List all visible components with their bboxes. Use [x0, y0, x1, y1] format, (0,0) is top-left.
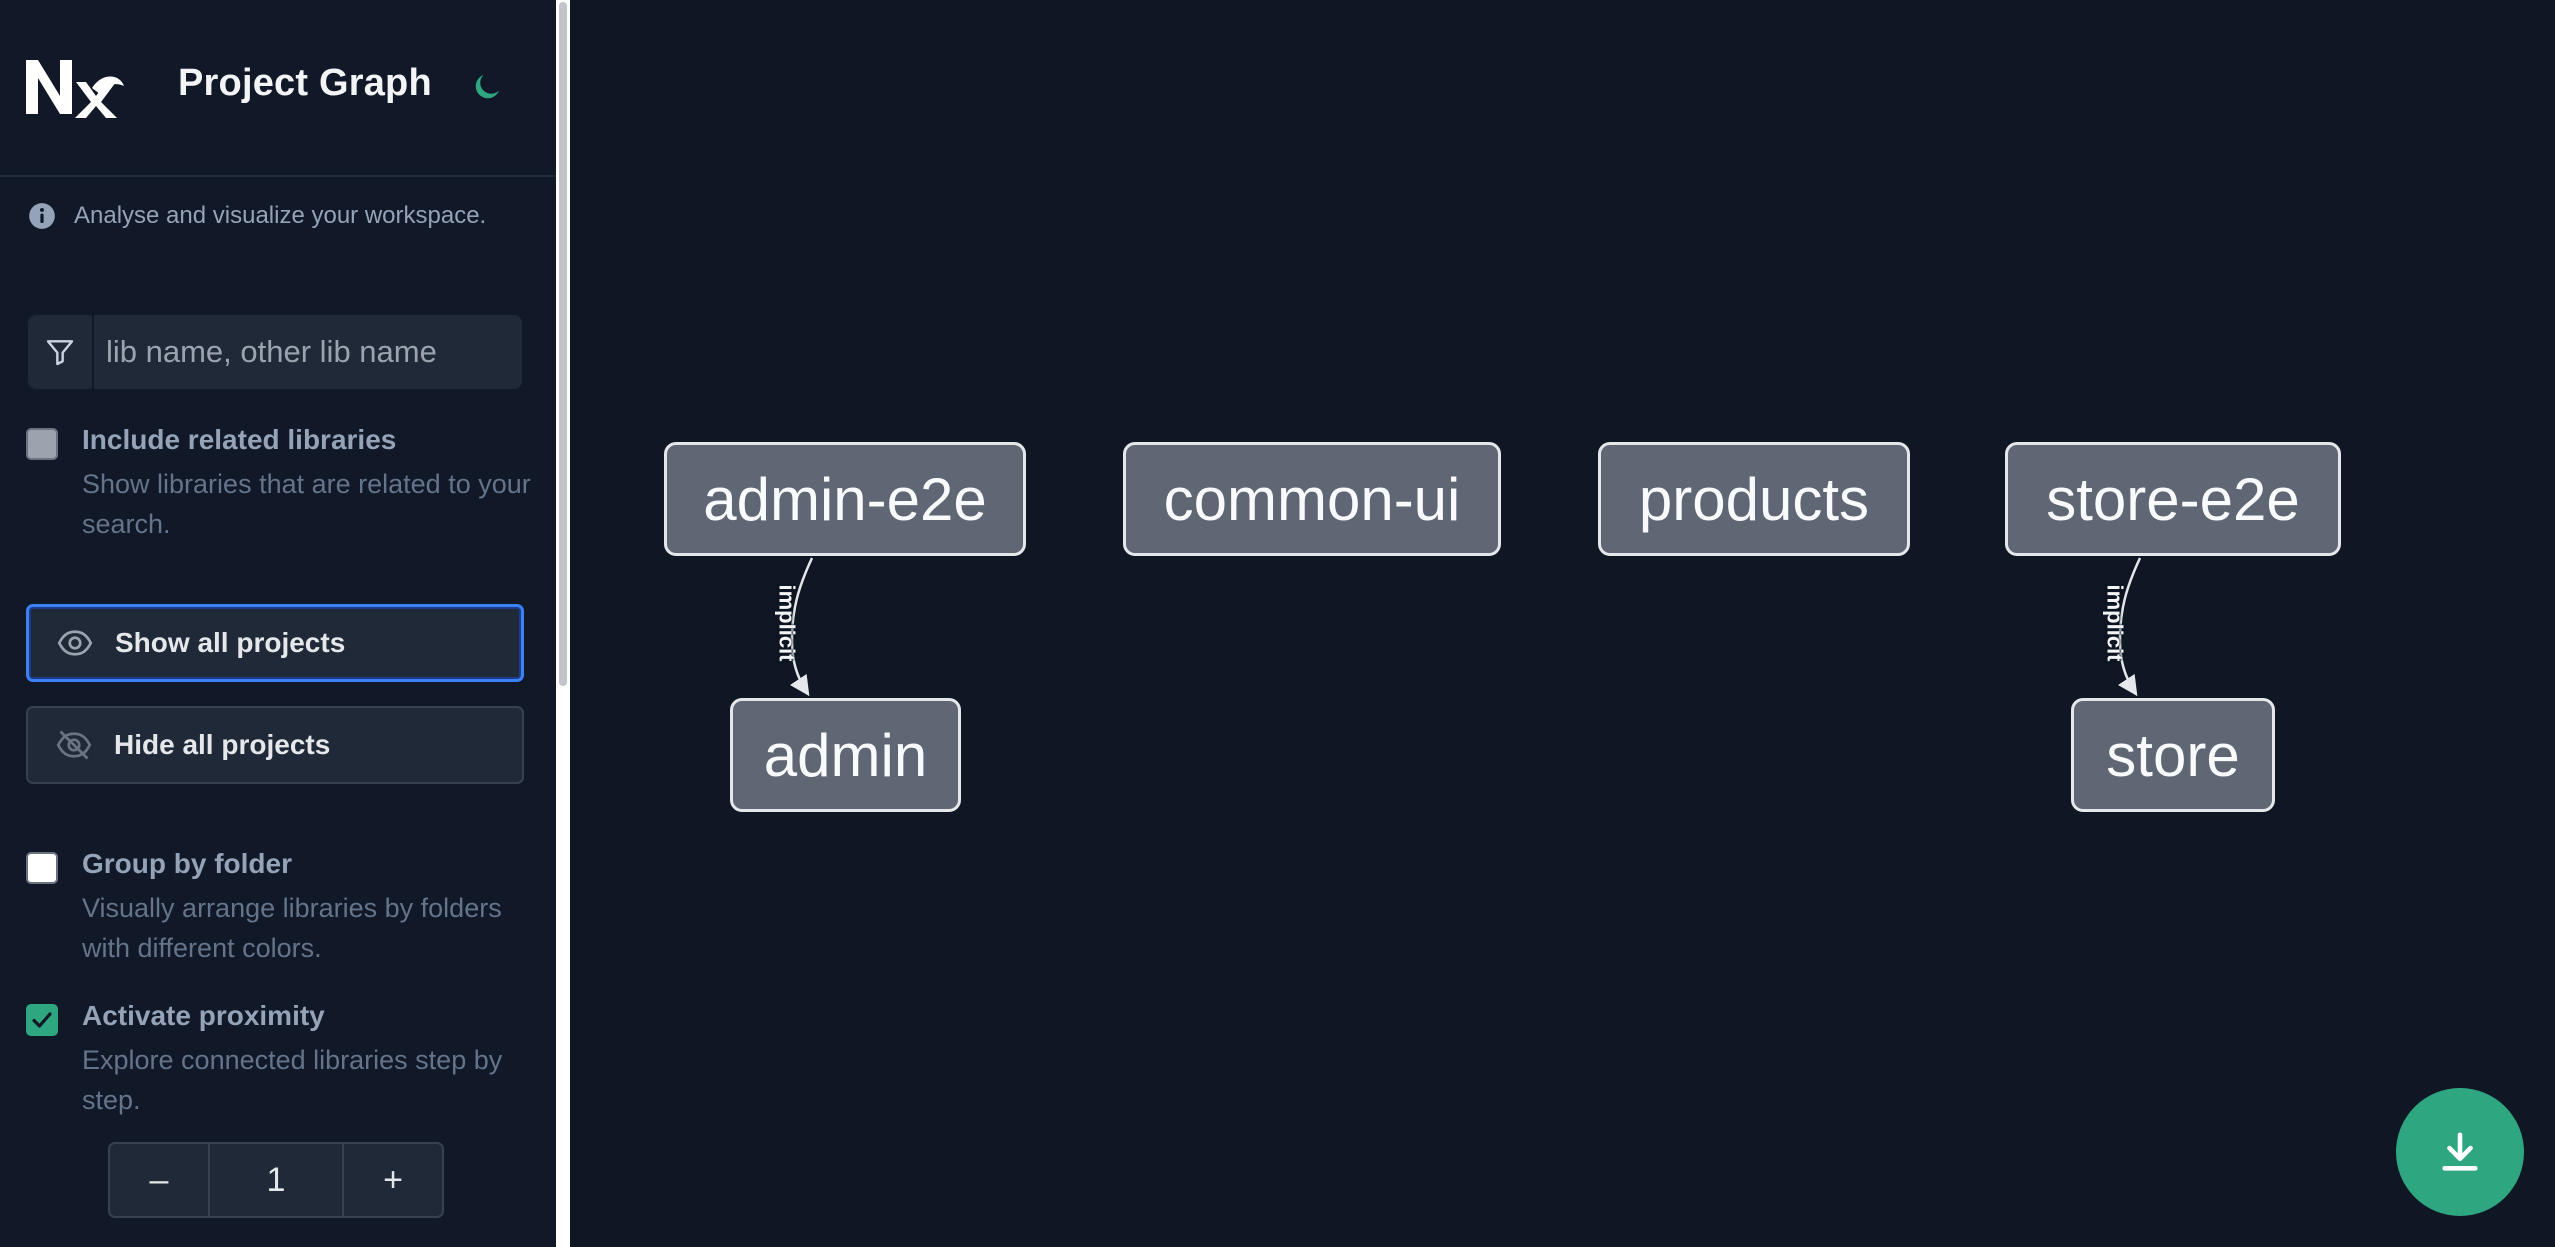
theme-toggle-button[interactable]	[464, 64, 510, 110]
sidebar: Project Graph Analyse and visualize your…	[0, 0, 556, 1247]
hide-all-projects-button[interactable]: Hide all projects	[26, 706, 524, 784]
node-common-ui[interactable]: common-ui	[1123, 442, 1501, 556]
moon-icon	[475, 74, 500, 99]
app-title: Project Graph	[178, 62, 432, 104]
increment-button[interactable]: +	[383, 1160, 403, 1199]
check-icon	[32, 1012, 52, 1028]
filter-icon	[46, 340, 74, 366]
node-admin[interactable]: admin	[730, 698, 961, 812]
node-admin-e2e[interactable]: admin-e2e	[664, 442, 1026, 556]
eye-icon	[57, 630, 93, 656]
show-all-projects-button[interactable]: Show all projects	[26, 604, 524, 682]
project-filter	[28, 315, 522, 389]
include-related-label: Include related libraries	[82, 424, 397, 455]
project-graph-canvas[interactable]: implicit implicit admin-e2e common-ui pr…	[570, 0, 2555, 1247]
include-related-checkbox[interactable]	[26, 428, 58, 460]
download-button[interactable]	[2396, 1088, 2524, 1216]
proximity-value: 1	[208, 1144, 344, 1216]
include-related-description: Show libraries that are related to your …	[82, 469, 531, 539]
activate-proximity-label: Activate proximity	[82, 1000, 325, 1031]
activate-proximity-description: Explore connected libraries step by step…	[82, 1045, 503, 1115]
group-by-folder-description: Visually arrange libraries by folders wi…	[82, 893, 502, 963]
hide-all-projects-label: Hide all projects	[114, 729, 331, 760]
info-row: Analyse and visualize your workspace.	[28, 202, 486, 230]
edge-label-store: implicit	[2102, 584, 2128, 662]
filter-input[interactable]	[94, 315, 522, 389]
show-all-projects-label: Show all projects	[115, 627, 346, 658]
node-store[interactable]: store	[2071, 698, 2275, 812]
sidebar-header: Project Graph	[0, 0, 556, 177]
sidebar-scrollbar[interactable]	[556, 0, 570, 1247]
node-store-e2e[interactable]: store-e2e	[2005, 442, 2341, 556]
edge-label-admin: implicit	[774, 584, 800, 662]
sidebar-scrollbar-thumb[interactable]	[559, 2, 567, 686]
graph-edges	[789, 557, 2142, 697]
decrement-button[interactable]: –	[149, 1160, 169, 1199]
info-text: Analyse and visualize your workspace.	[74, 202, 487, 229]
eye-slash-icon	[56, 730, 92, 760]
node-products[interactable]: products	[1598, 442, 1910, 556]
nx-logo	[26, 60, 124, 118]
group-by-folder-label: Group by folder	[82, 848, 292, 879]
activate-proximity-checkbox[interactable]	[26, 1004, 58, 1036]
group-by-folder-checkbox[interactable]	[26, 852, 58, 884]
filter-icon-wrap	[28, 315, 94, 389]
download-icon	[2442, 1132, 2478, 1171]
proximity-stepper: – 1 +	[108, 1142, 444, 1218]
info-icon	[29, 203, 55, 229]
